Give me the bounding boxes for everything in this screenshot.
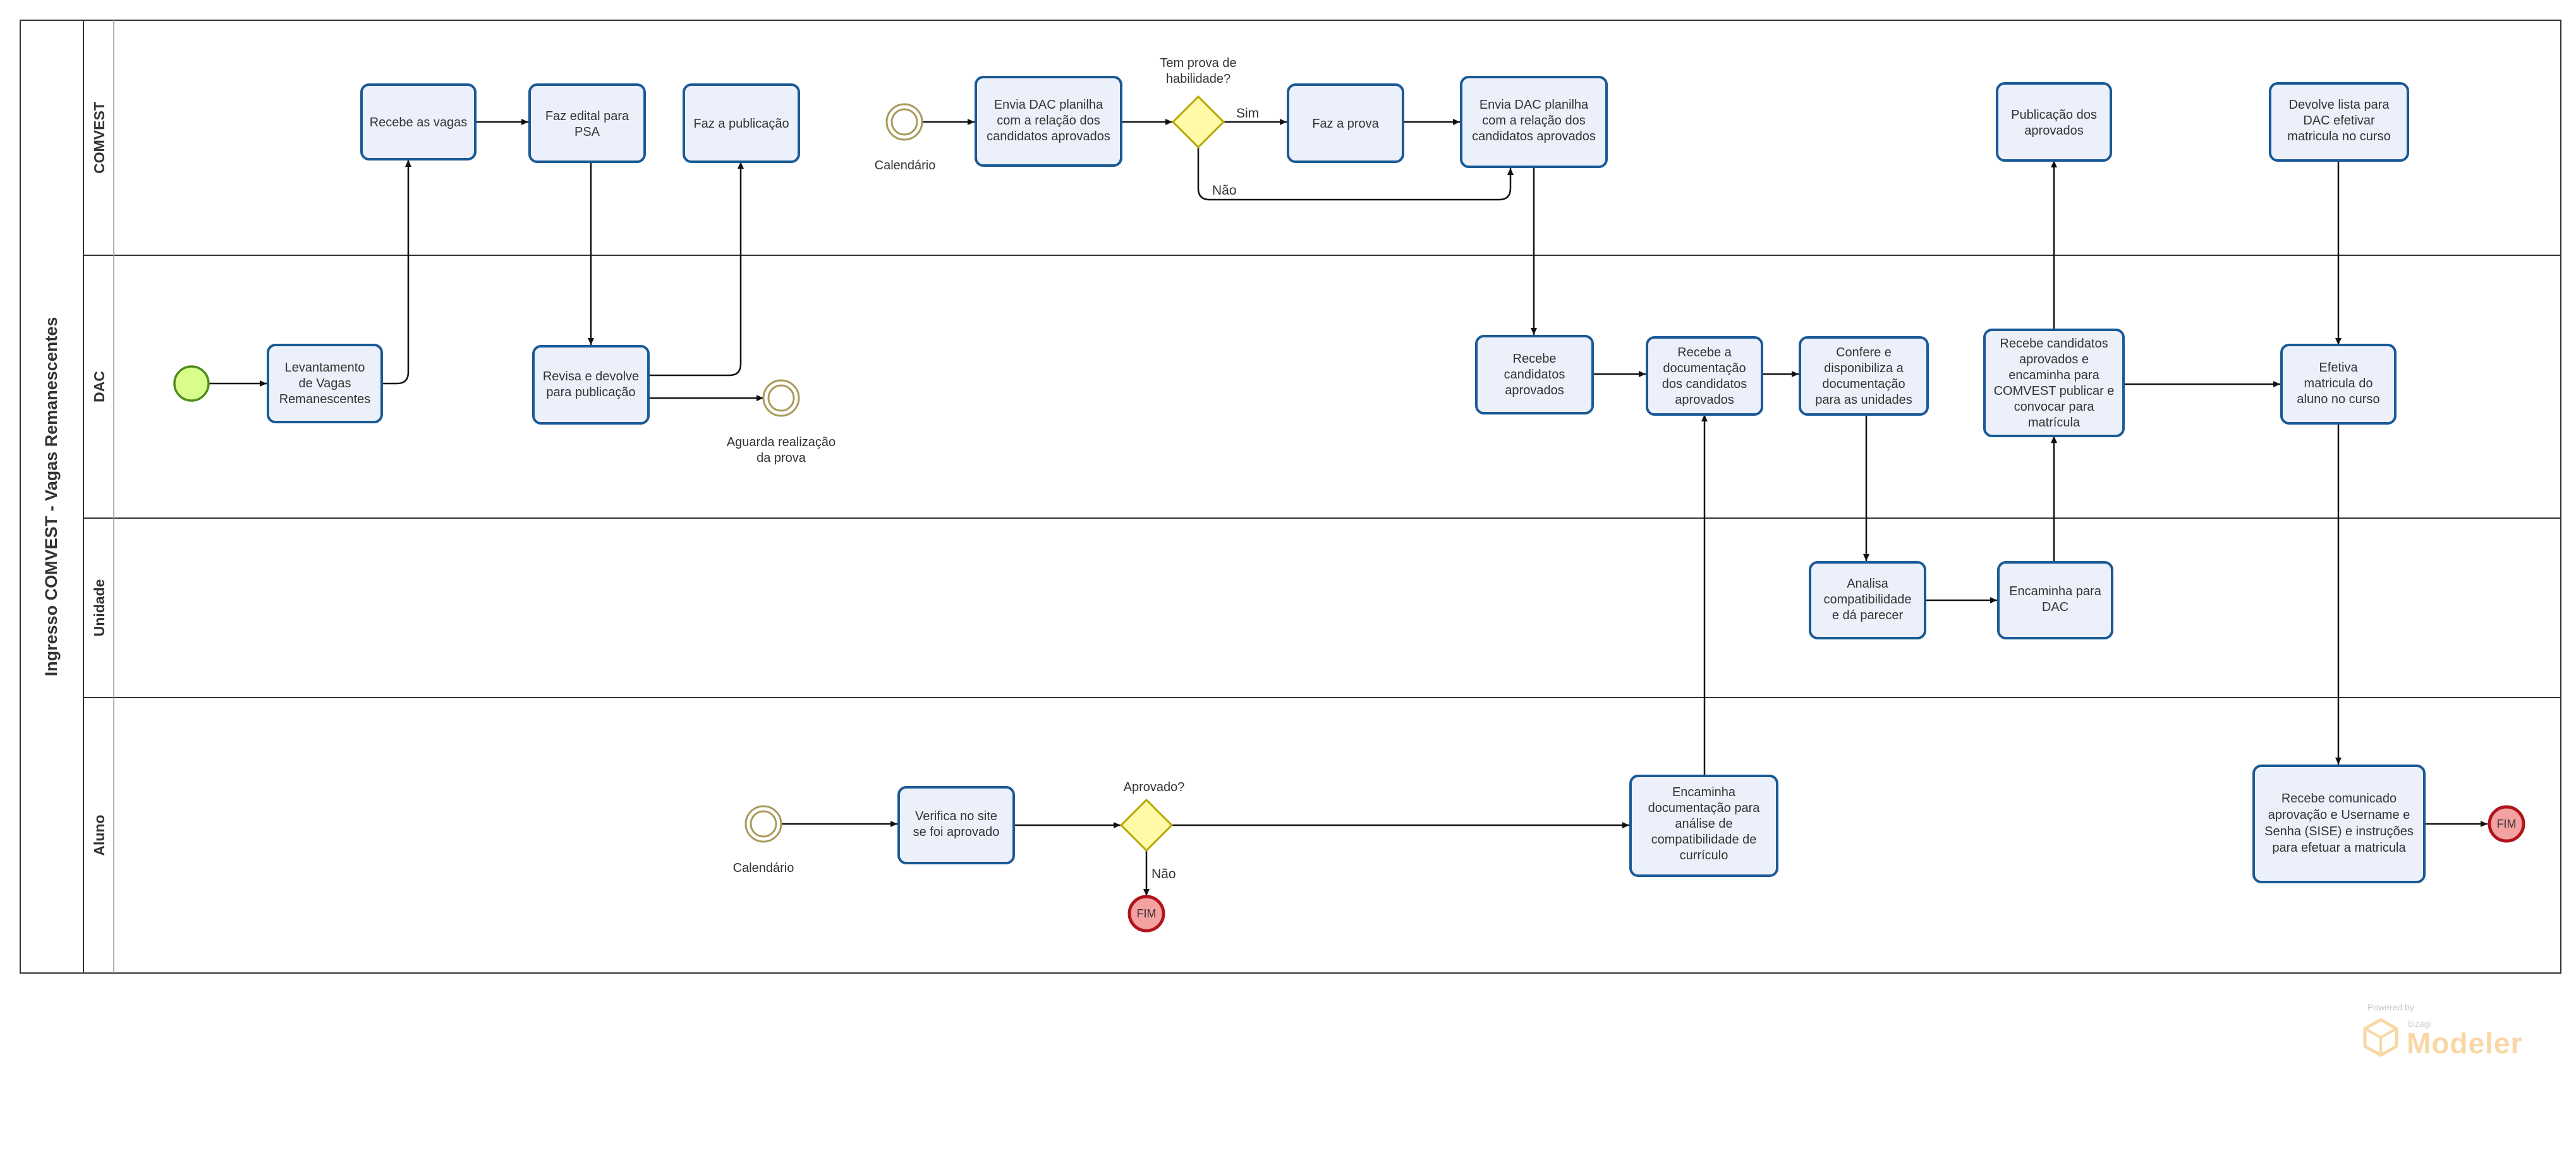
gateway-aprovado[interactable] [1119, 798, 1174, 852]
product-name: Modeler [2407, 1027, 2523, 1060]
task-label: Faz a prova [1312, 117, 1379, 131]
intermediate-event-aguarda-prova[interactable] [762, 379, 800, 417]
end-event-fim-nao[interactable]: FIM [1127, 895, 1165, 933]
lane-label-unidade: Unidade [91, 579, 107, 637]
pool-title: Ingresso COMVEST - Vagas Remanescentes [42, 317, 61, 677]
task-faz-publicacao[interactable]: Faz a publicação [683, 83, 800, 163]
event-label-calendario-aluno: Calendário [733, 861, 794, 875]
flow-label-sim: Sim [1236, 106, 1259, 121]
task-label: Recebe as vagas [370, 116, 468, 130]
flow-gateway-nao-envia2 [1197, 147, 1514, 201]
gateway-tem-prova[interactable] [1171, 95, 1225, 149]
lane-label-comvest: COMVEST [91, 102, 107, 174]
task-faz-prova[interactable]: Faz a prova [1287, 83, 1404, 163]
flow-label-nao-comvest: Não [1212, 183, 1237, 198]
end-event-label: FIM [1137, 907, 1157, 920]
task-label: Faz a publicação [693, 117, 789, 131]
start-event-dac[interactable] [173, 365, 210, 402]
pool [20, 20, 2561, 974]
flow-levantamento-recebe-vagas [382, 160, 411, 385]
flow-label-nao-aluno: Não [1151, 867, 1176, 881]
sequence-flows [206, 119, 2488, 896]
vendor-text: bizagi [2408, 1019, 2431, 1029]
end-event-fim-final[interactable]: FIM [2488, 805, 2525, 843]
timer-event-calendario-comvest[interactable] [885, 103, 923, 141]
end-event-label: FIM [2497, 818, 2517, 830]
powered-by-branding: Powered by bizagi Modeler [2362, 1002, 2539, 1065]
event-label-calendario-comvest: Calendário [875, 159, 936, 172]
bizagi-cube-icon [2363, 1018, 2398, 1057]
flow-revisa-publicacao [648, 162, 744, 377]
lane-label-aluno: Aluno [91, 814, 107, 856]
timer-event-calendario-aluno[interactable] [744, 805, 782, 843]
lane-label-dac: DAC [91, 371, 107, 402]
task-recebe-vagas[interactable]: Recebe as vagas [360, 83, 477, 160]
gateway-label-aprovado: Aprovado? [1124, 780, 1185, 794]
powered-by-text: Powered by [2367, 1002, 2414, 1012]
